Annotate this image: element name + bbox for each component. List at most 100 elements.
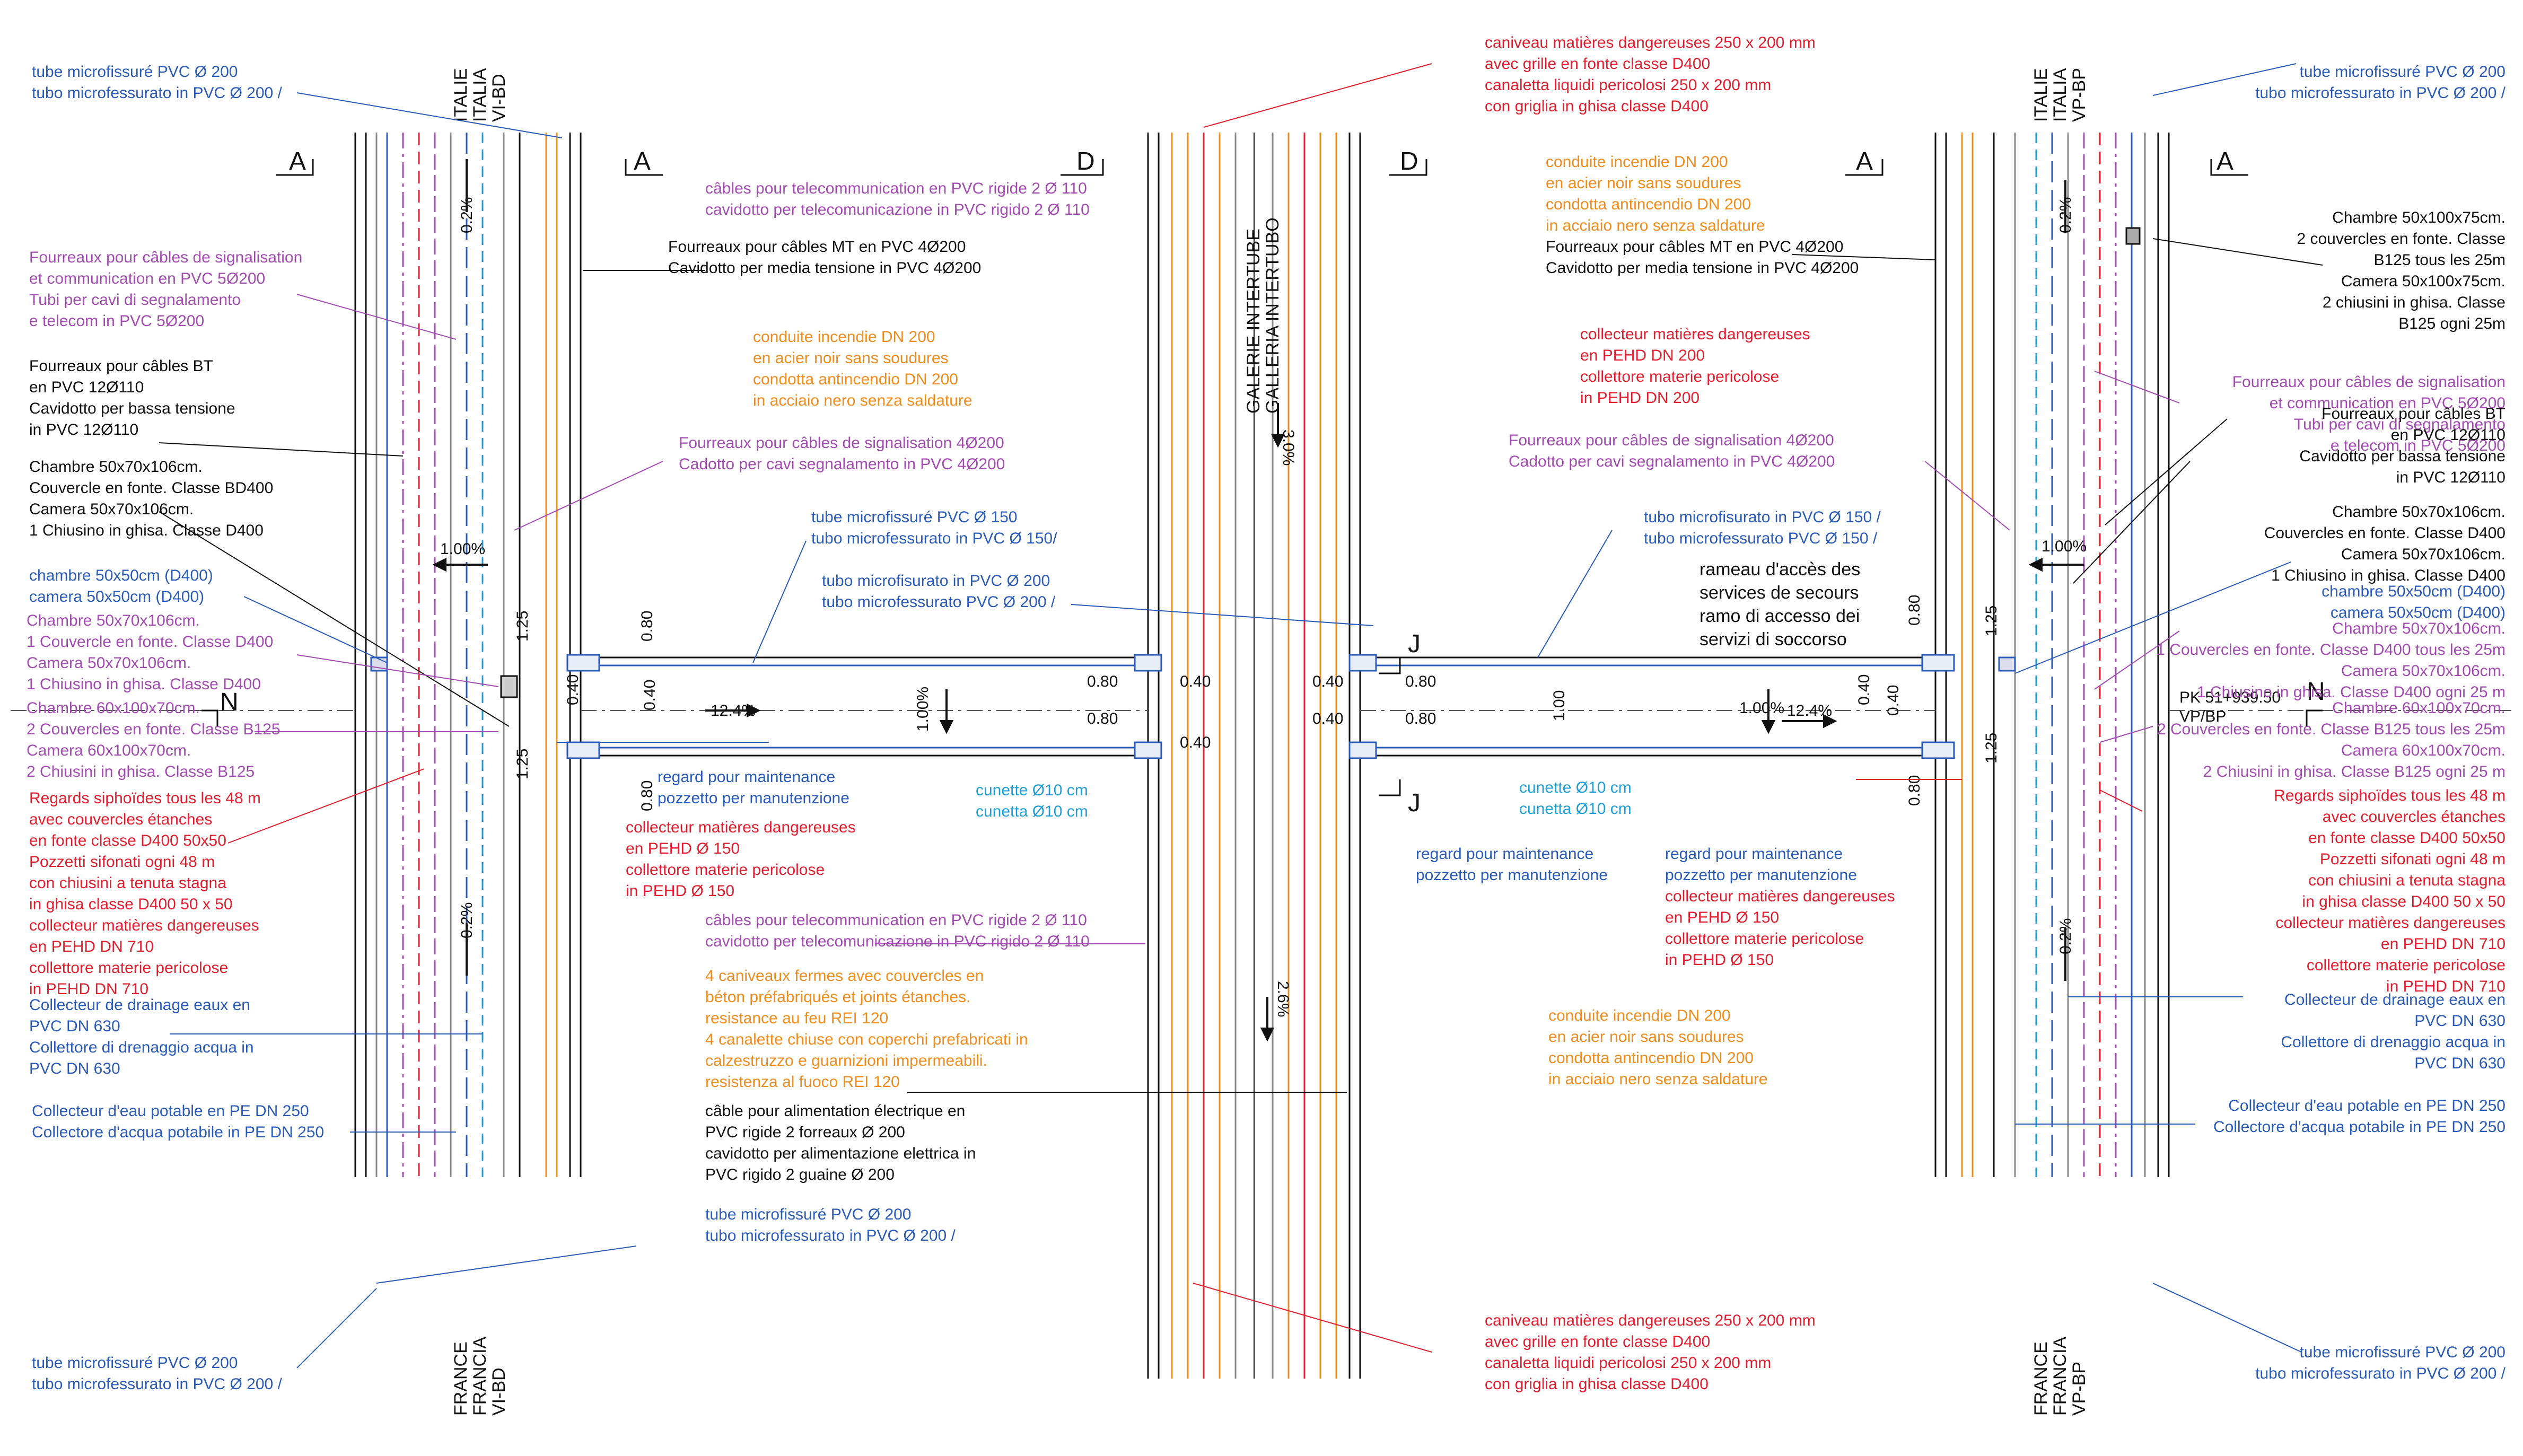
- cross-passages: [11, 227, 2513, 759]
- dim-080-4: 0.80: [1087, 710, 1118, 727]
- slope-arrows: [432, 159, 2084, 1042]
- dim-080-2: 0.80: [638, 780, 656, 811]
- right-tube: [1934, 133, 2170, 1177]
- note-chambre-d400-left: Chambre 50x70x106cm.1 Couvercle en fonte…: [27, 612, 273, 693]
- note-chambre-d400-right: Chambre 50x70x106cm.Couvercles en fonte.…: [2264, 503, 2506, 584]
- dim-080-6: 0.80: [1405, 710, 1436, 727]
- dim-040-4: 0.40: [1180, 734, 1211, 751]
- note-chambre-bd400-left: Chambre 50x70x106cm.Couvercle en fonte. …: [29, 458, 273, 539]
- section-j-2: J: [1408, 789, 1421, 817]
- slope-26: 2.6%: [1274, 981, 1292, 1017]
- left-tube: [354, 133, 582, 1177]
- note-signal-4-left: Fourreaux pour câbles de signalisation 4…: [679, 434, 1005, 473]
- dim-040-3: 0.40: [1180, 673, 1211, 690]
- note-tube-top-right-it: tubo microfessurato in PVC Ø 200 /: [2255, 84, 2506, 102]
- note-tube-top-left: tube microfissuré PVC Ø 200: [32, 63, 238, 81]
- annotations-right: tube microfissuré PVC Ø 200 tubo microfe…: [2156, 63, 2506, 1382]
- section-letters: A A D D A A J J N N: [220, 147, 2325, 817]
- note-caniveau-bottom: caniveau matières dangereuses 250 x 200 …: [1485, 1312, 1816, 1393]
- slope-100-1: 1.00%: [440, 540, 485, 558]
- dim-100: 1.00: [1550, 690, 1568, 721]
- gallery-label: GALERIE INTERTUBEGALLERIA INTERTUBO: [1243, 217, 1283, 414]
- note-tube-top-right: tube microfissuré PVC Ø 200: [2300, 63, 2506, 81]
- vp-top-label: ITALIEITALIAVP-BP: [2031, 68, 2089, 122]
- dim-040-7: 0.40: [1855, 674, 1873, 705]
- leader-lines: [159, 63, 2323, 1369]
- vi-top-label: ITALIEITALIAVI-BD: [451, 68, 509, 122]
- note-chambre-b125-left: Chambre 60x100x70cm.2 Couvercles en font…: [27, 699, 281, 780]
- tube-labels: ITALIEITALIAVI-BD ITALIEITALIAVP-BP FRAN…: [451, 68, 2089, 1416]
- dim-080-7: 0.80: [1906, 595, 1923, 626]
- note-telecom-bottom: câbles pour telecommunication en PVC rig…: [705, 911, 1090, 950]
- section-n-1: N: [220, 688, 239, 716]
- dim-080-8: 0.80: [1906, 775, 1923, 806]
- dim-040-1: 0.40: [564, 674, 582, 705]
- slope-100-2: 1.00%: [2042, 538, 2087, 555]
- note-chambre-50x50-right: chambre 50x50cm (D400)camera 50x50cm (D4…: [2321, 583, 2506, 621]
- dim-125-1: 1.25: [514, 611, 531, 642]
- annotations-center-right: caniveau matières dangereuses 250 x 200 …: [1416, 34, 1895, 1393]
- section-a-1: A: [289, 147, 306, 176]
- section-a-4: A: [2217, 147, 2233, 176]
- dim-125-3: 1.25: [1983, 606, 2000, 636]
- dim-040-8: 0.40: [1885, 685, 1902, 716]
- section-a-2: A: [634, 147, 651, 176]
- vp-bottom-label: FRANCEFRANCIAVP-BP: [2031, 1336, 2089, 1416]
- note-caniveau-top: caniveau matières dangereuses 250 x 200 …: [1485, 34, 1816, 115]
- section-a-3: A: [1856, 147, 1873, 176]
- section-markers: [202, 159, 2323, 796]
- dim-080-3: 0.80: [1087, 673, 1118, 690]
- note-chambre-d400-25-right: Chambre 50x70x106cm.1 Couvercles en font…: [2156, 620, 2506, 701]
- dim-125-4: 1.25: [1983, 733, 2000, 764]
- dim-040-2: 0.40: [641, 680, 659, 711]
- dim-040-5: 0.40: [1312, 673, 1343, 690]
- note-telecom-top: câbles pour telecommunication en PVC rig…: [705, 180, 1090, 218]
- dim-080-1: 0.80: [638, 611, 656, 642]
- note-tube-top-left-it: tubo microfessurato in PVC Ø 200 /: [32, 84, 283, 102]
- section-d-2: D: [1400, 147, 1418, 176]
- note-chambre-60-right: Chambre 60x100x70cm.2 Couvercles en font…: [2157, 699, 2506, 780]
- dim-080-5: 0.80: [1405, 673, 1436, 690]
- dim-125-2: 1.25: [514, 749, 531, 779]
- annotations-center-left: câbles pour telecommunication en PVC rig…: [626, 180, 1090, 1244]
- vi-bottom-label: FRANCEFRANCIAVI-BD: [451, 1336, 509, 1416]
- note-chambre-50x50-left: chambre 50x50cm (D400)camera 50x50cm (D4…: [29, 567, 213, 606]
- section-j-1: J: [1408, 630, 1421, 658]
- dim-040-6: 0.40: [1312, 710, 1343, 727]
- note-signal-4-right: Fourreaux pour câbles de signalisation 4…: [1509, 432, 1835, 470]
- section-d-1: D: [1076, 147, 1095, 176]
- note-chambre-b125-right: Chambre 50x100x75cm.2 couvercles en font…: [2297, 209, 2506, 332]
- annotations-left: tube microfissuré PVC Ø 200 tubo microfe…: [27, 63, 324, 1393]
- slope-100-4: 1.00%: [1739, 699, 1784, 717]
